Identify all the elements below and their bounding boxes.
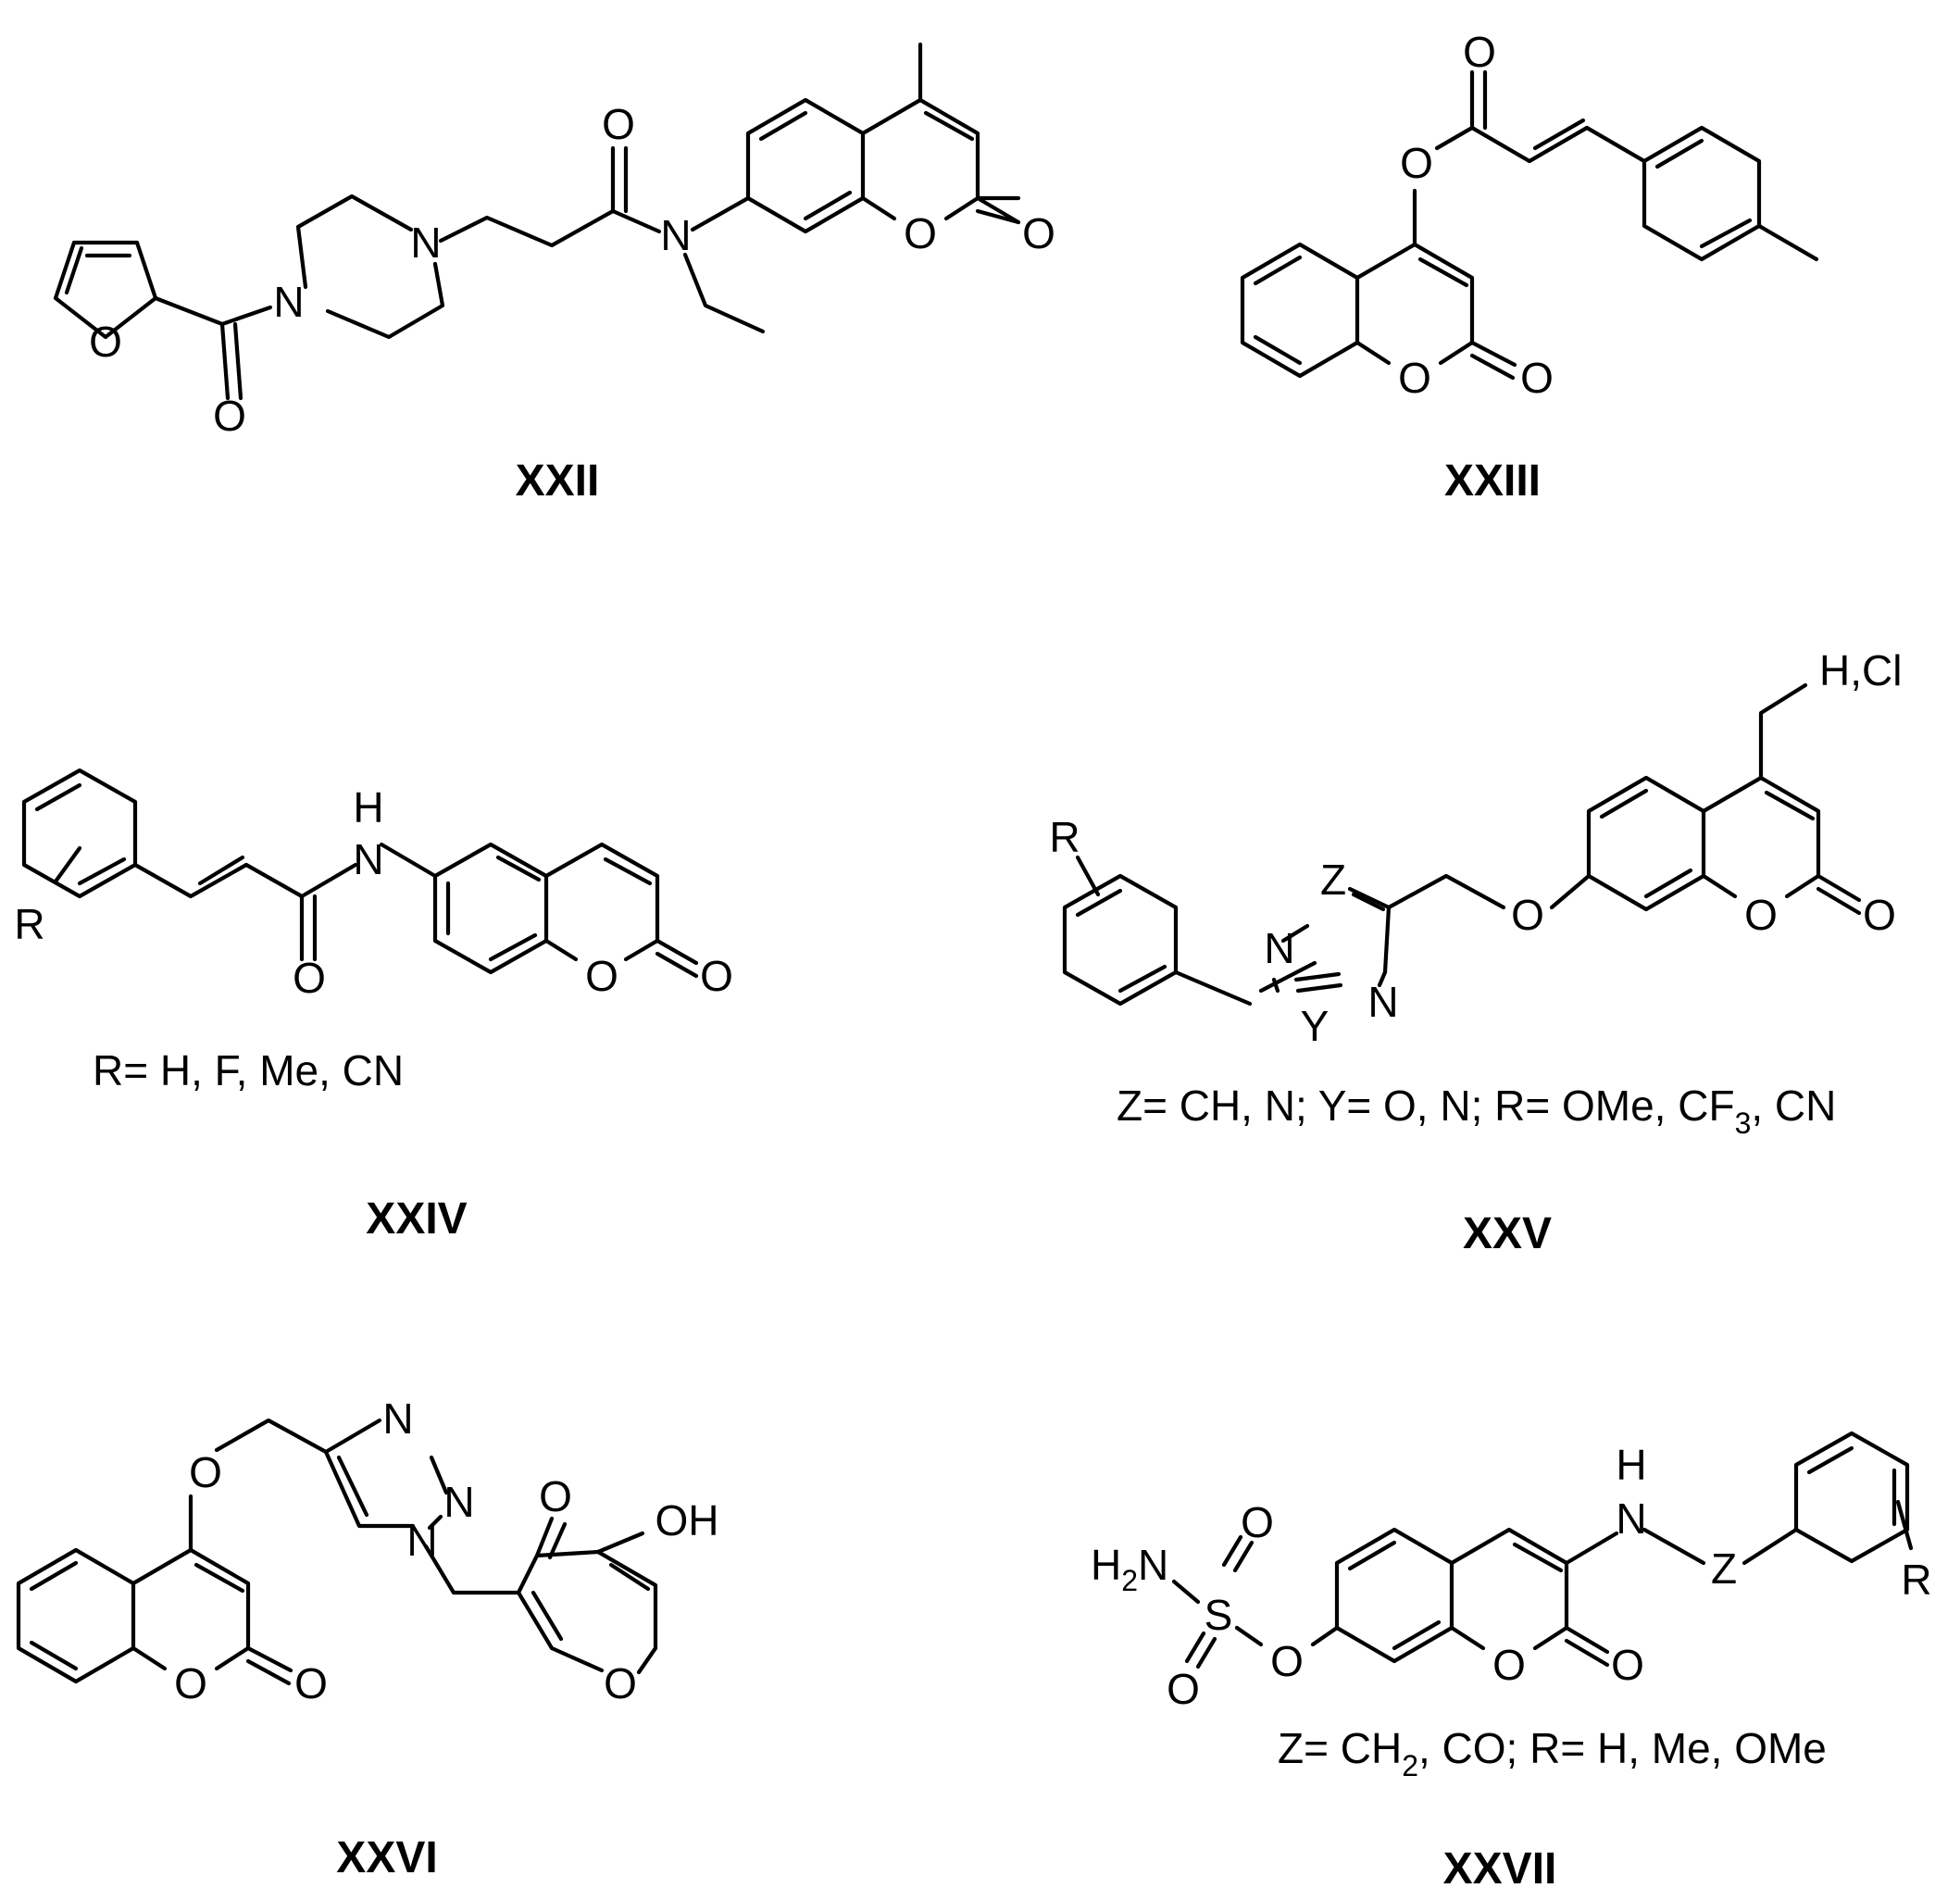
bonds-xxvi [16,1418,658,1686]
atom-n: N [1616,1494,1646,1543]
atom-n-triazole-3: N [406,1517,437,1565]
atom-o-ester-double: O [1463,28,1496,76]
atom-z: Z [1711,1544,1737,1593]
atom-y: Y [1301,1002,1330,1050]
substituent-note-xxvii: Z= CH2, CO; R= H, Me, OMe [1278,1724,1827,1782]
atom-h2n-h: H [1091,1541,1121,1589]
compound-xxv: H,Cl R Z N N Y O O O Z= CH, N; Y= O, N; … [1049,646,1902,1258]
compound-xxii: O O N N O N O O XXII [53,42,1055,506]
atom-r: R [1049,813,1080,861]
atom-o-pyranone: O [539,1472,572,1520]
atom-o-lactone: O [1520,354,1554,402]
atom-o-ether: O [189,1448,222,1496]
substituent-note-xxvii-main: Z= CH [1278,1724,1402,1772]
substituent-note-xxvii-tail: , CO; R= H, Me, OMe [1418,1724,1827,1772]
atom-o-lactone: O [700,952,733,1000]
bonds-xxvii [1171,1431,1914,1669]
atom-o-ring: O [585,952,618,1000]
atoms-xxvi: O N N N O OH O O O [174,1394,718,1707]
atom-h2n: H2N [1091,1541,1168,1597]
compound-xxiii: O O O O XXIII [1240,28,1819,506]
atom-z: Z [1320,856,1346,904]
substituent-note-xxvii-subscript: 2 [1402,1749,1418,1782]
atom-o-furan: O [89,318,122,366]
substituent-note-xxv-subscript: 3 [1735,1107,1752,1140]
atom-o-ester: O [1400,139,1433,187]
substituent-note-xxiv: R= H, F, Me, CN [93,1046,404,1094]
compound-xxiv: R H N O O O R= H, F, Me, CN XXIV [14,768,733,1244]
atom-n-piperazine-1: N [273,278,304,326]
atom-h-cl: H,Cl [1819,646,1902,694]
compound-label-xxiii: XXIII [1444,456,1541,506]
substituent-note-xxv-tail: , CN [1751,1082,1836,1130]
bonds-xxiii [1240,69,1819,381]
atom-o-ring: O [1492,1641,1526,1689]
atoms-xxv: H,Cl R Z N N Y O O O [1049,646,1902,1050]
compound-label-xxvi: XXVI [336,1833,437,1882]
compound-label-xxii: XXII [516,456,600,506]
atom-o-pyran: O [604,1659,637,1707]
atoms-xxii: O O N N O N O O [89,100,1055,440]
atom-o-sulfonyl-2: O [1167,1665,1200,1713]
atom-o-amide: O [293,954,326,1002]
atom-n-ring-2: N [1367,978,1398,1026]
atoms-xxiii: O O O O [1398,28,1554,402]
atom-o-amide: O [602,100,635,148]
atom-r: R [1901,1556,1931,1604]
atom-o-ring: O [1744,891,1778,939]
atoms-xxvii: H2N S O O O H N Z R O O [1091,1441,1932,1713]
compound-label-xxvii: XXVII [1443,1844,1557,1888]
compound-label-xxiv: XXIV [366,1194,467,1244]
bonds-xxii [53,42,1021,401]
atom-n-amide: N [660,211,691,259]
substituent-note-xxv: Z= CH, N; Y= O, N; R= OMe, CF3, CN [1117,1082,1836,1140]
atom-s: S [1205,1591,1233,1639]
atom-o-ring: O [1398,354,1431,402]
atom-o-link: O [1270,1637,1304,1685]
atom-n-ring-1: N [1264,924,1294,972]
atom-o-lactone: O [1022,209,1055,257]
compound-xxvii: H2N S O O O H N Z R O O Z= CH2, CO; R= H… [1091,1431,1932,1888]
atom-o-lactone: O [294,1659,328,1707]
atom-o-ether: O [1511,891,1544,939]
atom-r: R [14,900,44,948]
atoms-xxiv: R H N O O O [14,783,733,1002]
atom-o-carbonyl: O [213,392,246,440]
atom-o-ring: O [904,209,937,257]
compound-xxvi: O N N N O OH O O O XXVI [16,1394,719,1882]
atom-o-lactone: O [1611,1641,1644,1689]
bonds-xxv [1062,682,1862,1007]
atom-n-piperazine-2: N [410,219,441,267]
atom-n-amide: N [353,835,383,883]
atom-h: H [1616,1441,1646,1489]
atom-h2n-n: N [1138,1541,1168,1589]
atom-n-triazole-2: N [443,1478,474,1526]
atom-oh: OH [655,1496,719,1544]
bonds-xxiv [21,768,699,979]
atom-h2n-subscript: 2 [1121,1564,1138,1597]
atom-h: H [353,783,383,831]
substituent-note-xxv-main: Z= CH, N; Y= O, N; R= OMe, CF [1117,1082,1735,1130]
atom-n-triazole-1: N [382,1394,413,1443]
atom-o-sulfonyl-1: O [1241,1498,1274,1546]
atom-o-ring: O [174,1659,207,1707]
compound-label-xxv: XXV [1463,1209,1552,1258]
atom-o-lactone: O [1863,891,1896,939]
